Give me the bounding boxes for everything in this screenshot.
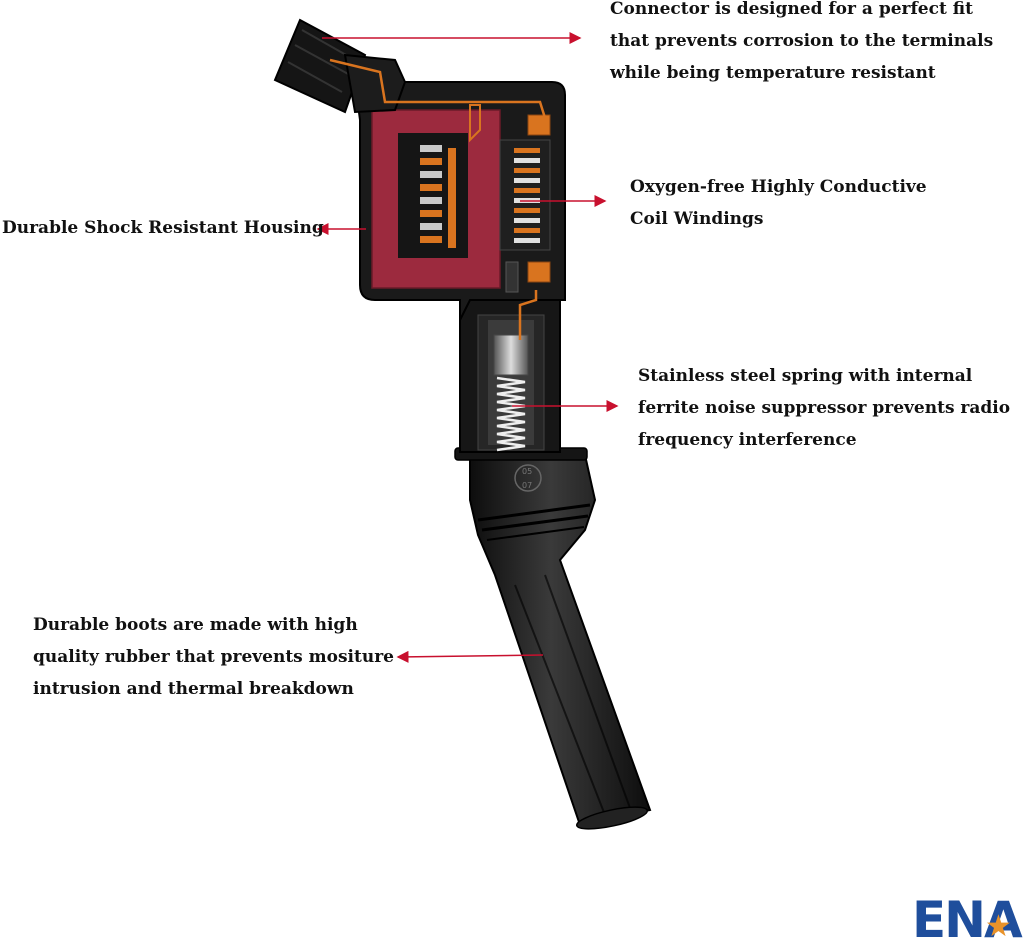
callout-line: Oxygen-free Highly Conductive bbox=[630, 177, 927, 197]
part-marking-top: 05 bbox=[522, 467, 532, 476]
callout-line: Stainless steel spring with internal bbox=[638, 366, 973, 386]
star-icon: ★ bbox=[985, 909, 1012, 944]
callout-line: Coil Windings bbox=[630, 209, 764, 229]
callout-arrows bbox=[316, 32, 619, 663]
callout-line: Durable boots are made with high bbox=[33, 615, 358, 635]
arrow-boots bbox=[396, 650, 544, 663]
callout-line: that prevents corrosion to the terminals bbox=[610, 31, 994, 51]
primary-windings bbox=[420, 145, 456, 248]
callout-line: Durable Shock Resistant Housing bbox=[2, 218, 324, 238]
callout-line: Connector is designed for a perfect fit bbox=[610, 0, 973, 19]
callout-line: intrusion and thermal breakdown bbox=[33, 679, 354, 699]
callout-coil: Oxygen-free Highly Conductive Coil Windi… bbox=[630, 171, 927, 235]
callout-line: while being temperature resistant bbox=[610, 63, 936, 83]
spring-housing bbox=[459, 299, 561, 453]
rubber-boot bbox=[469, 454, 652, 830]
part-marking: 05 07 bbox=[514, 464, 542, 492]
connector bbox=[273, 18, 547, 340]
callout-line: quality rubber that prevents mositure bbox=[33, 647, 395, 667]
part-marking-bottom: 07 bbox=[522, 481, 532, 490]
callout-line: frequency interference bbox=[638, 430, 857, 450]
callout-connector: Connector is designed for a perfect fit … bbox=[610, 0, 993, 89]
callout-spring: Stainless steel spring with internal fer… bbox=[638, 360, 1010, 456]
callout-boots: Durable boots are made with high quality… bbox=[33, 609, 394, 705]
coil-housing bbox=[353, 81, 566, 321]
callout-line: ferrite noise suppressor prevents radio bbox=[638, 398, 1011, 418]
brand-logo: ENA bbox=[912, 891, 1023, 949]
callout-housing: Durable Shock Resistant Housing bbox=[2, 212, 324, 244]
spring bbox=[493, 334, 529, 452]
